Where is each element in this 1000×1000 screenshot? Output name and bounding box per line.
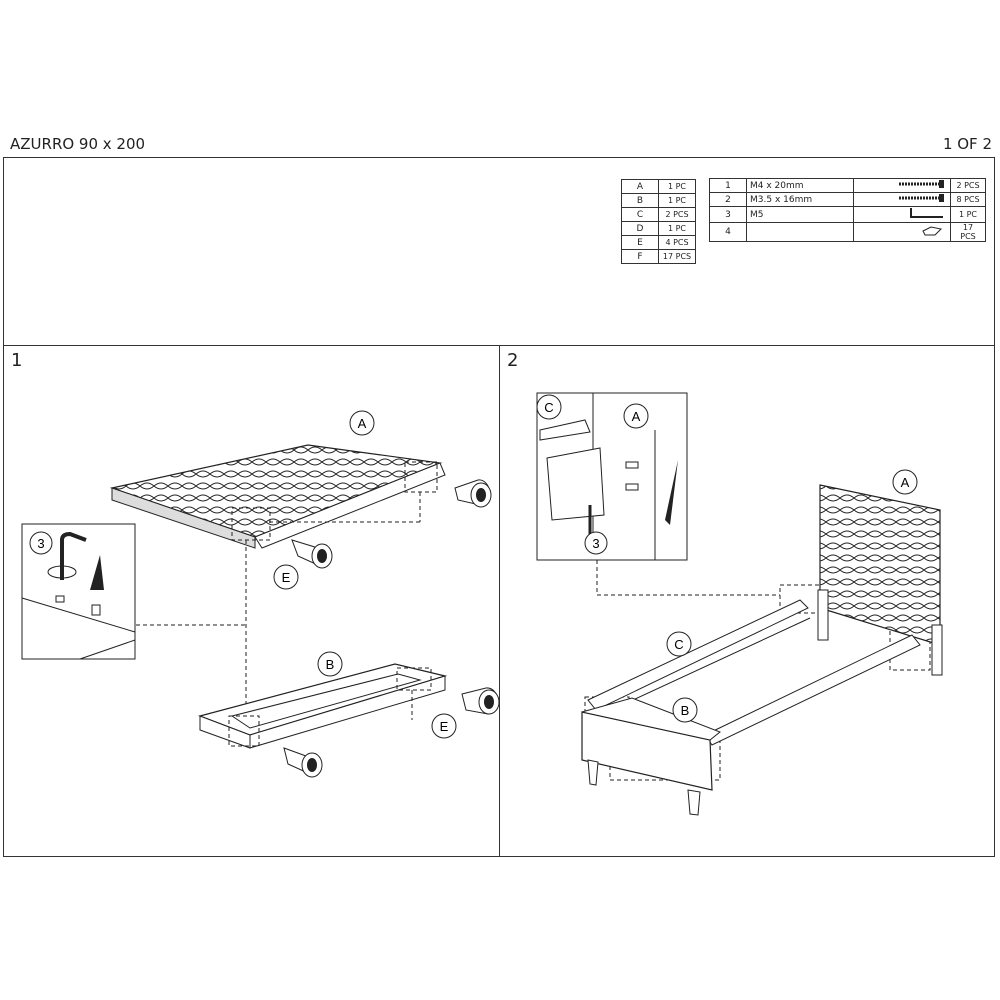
- callout-b: B: [317, 651, 343, 677]
- leg-e: [454, 479, 492, 508]
- svg-text:C: C: [544, 400, 553, 415]
- step-number-1: 1: [11, 350, 23, 371]
- svg-text:A: A: [901, 475, 910, 490]
- page-number: 1 OF 2: [942, 135, 992, 153]
- leg-e: [461, 687, 500, 715]
- document-title: AZURRO 90 x 200: [10, 135, 146, 153]
- hardware-table: 1 M4 x 20mm 2 PCS 2 M3.5 x 16mm 8 PCS 3 …: [709, 178, 986, 242]
- svg-text:B: B: [681, 703, 690, 718]
- callout-3: 3: [29, 531, 53, 555]
- svg-text:3: 3: [37, 536, 44, 551]
- callout-a: A: [623, 403, 649, 429]
- table-row: 1 M4 x 20mm 2 PCS: [709, 178, 986, 193]
- callout-e: E: [273, 564, 299, 590]
- headboard-a-upright: [817, 484, 943, 676]
- headboard-panel-a: [109, 444, 446, 549]
- table-row: 3 M5 1 PC: [709, 206, 986, 223]
- table-row: 2 M3.5 x 16mm 8 PCS: [709, 192, 986, 207]
- side-rail-c: [587, 599, 921, 746]
- callout-labels: A E 3 B E C A 3 A C B: [29, 394, 918, 739]
- callout-a: A: [892, 469, 918, 495]
- step-divider: [499, 345, 500, 857]
- callout-a: A: [349, 410, 375, 436]
- svg-text:B: B: [326, 657, 335, 672]
- detail-inset-bracket: [536, 392, 688, 561]
- step-number-2: 2: [507, 350, 519, 371]
- base-panel-b: [198, 663, 448, 749]
- callout-3: 3: [584, 531, 608, 555]
- leg-e: [291, 539, 333, 569]
- callout-b: B: [672, 697, 698, 723]
- svg-text:C: C: [674, 637, 683, 652]
- callout-c: C: [666, 631, 692, 657]
- footboard-b: [581, 697, 721, 816]
- leg-e: [283, 747, 323, 778]
- svg-text:E: E: [282, 570, 291, 585]
- svg-text:3: 3: [592, 536, 599, 551]
- callout-e: E: [431, 713, 457, 739]
- svg-text:A: A: [632, 409, 641, 424]
- table-row: 4 17 PCS: [709, 222, 986, 242]
- slat-holder-icon: [853, 222, 951, 242]
- svg-text:A: A: [358, 416, 367, 431]
- callout-c: C: [536, 394, 562, 420]
- svg-text:E: E: [440, 719, 449, 734]
